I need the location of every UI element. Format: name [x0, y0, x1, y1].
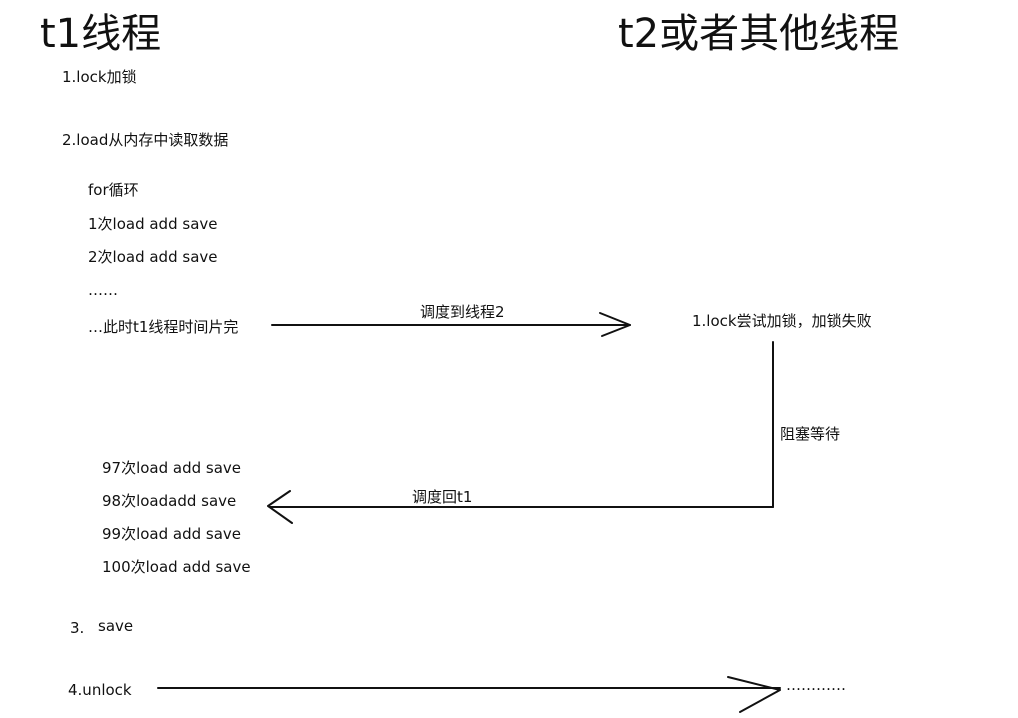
t1-step-load: 2.load从内存中读取数据 [62, 131, 229, 149]
arrow-unlock [157, 676, 781, 713]
arrow-label-to-t2: 调度到线程2 [420, 303, 505, 321]
t2-lock-attempt: 1.lock尝试加锁，加锁失败 [692, 312, 872, 330]
t1-timeslice-end: …此时t1线程时间片完 [88, 318, 239, 336]
t1-step-unlock: 4.unlock [68, 681, 132, 699]
t2-blocked-waiting: 阻塞等待 [780, 425, 841, 443]
arrow-label-back-to-t1: 调度回t1 [412, 488, 473, 506]
t1-iteration-2: 2次load add save [88, 248, 218, 266]
arrow-schedule-back-to-t1 [267, 341, 774, 524]
t1-step-save: save [98, 617, 134, 635]
t2-tail-ellipsis: ………… [786, 676, 846, 694]
t1-iteration-98: 98次loadadd save [102, 492, 237, 510]
t1-step-save-number: 3. [70, 619, 85, 637]
t1-ellipsis: …… [88, 281, 118, 299]
arrow-schedule-to-t2 [271, 312, 631, 337]
t1-iteration-99: 99次load add save [102, 525, 242, 543]
t1-iteration-100: 100次load add save [102, 558, 251, 576]
t1-for-loop: for循环 [88, 181, 139, 199]
t1-iteration-1: 1次load add save [88, 215, 218, 233]
t1-iteration-97: 97次load add save [102, 459, 242, 477]
t1-thread-title: t1线程 [40, 11, 162, 57]
t1-step-lock: 1.lock加锁 [62, 68, 137, 86]
t2-thread-title: t2或者其他线程 [618, 11, 900, 57]
